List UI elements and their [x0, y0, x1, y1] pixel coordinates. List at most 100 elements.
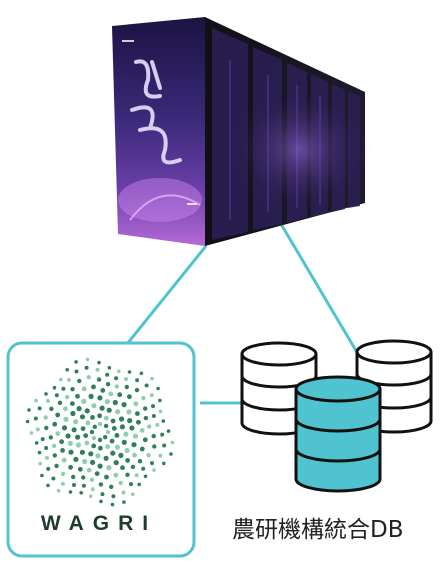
wagri-logo-dot [51, 443, 57, 449]
wagri-logo-dot [144, 383, 149, 388]
wagri-logo-dot [37, 406, 42, 411]
wagri-logo-dot [166, 429, 171, 433]
wagri-logo-dot [44, 446, 49, 450]
wagri-logo-dot [46, 483, 50, 488]
wagri-logo-dot [60, 448, 65, 453]
wagri-logo-dot [44, 392, 48, 396]
wagri-logo-dot [121, 490, 126, 495]
wagri-logo-dot [134, 387, 140, 393]
database-cylinders-icon [240, 339, 433, 493]
wagri-logo-dot [126, 409, 132, 415]
wagri-logo-dot [46, 398, 50, 403]
wagri-logo-dot [84, 440, 90, 446]
wagri-logo-dot [158, 398, 162, 403]
wagri-logo-dot [25, 419, 30, 424]
wagri-logo-dot [59, 377, 63, 382]
wagri-logo-dot [88, 451, 94, 457]
wagri-logo-dot [119, 416, 125, 422]
wagri-logo-dot [57, 400, 63, 405]
wagri-logo-dot [67, 377, 71, 382]
wagri-logo-dot [143, 474, 148, 479]
wagri-logo-dot [76, 406, 82, 412]
wagri-logo-dot [99, 499, 103, 504]
wagri-logo-dot [121, 402, 127, 408]
wagri-logo-dot [119, 424, 125, 430]
wagri-logo-dot [105, 372, 110, 377]
wagri-logo-dot [151, 414, 156, 418]
wagri-logo-dot [37, 450, 42, 455]
wagri-logo-dot [70, 401, 75, 406]
wagri-logo-dot [161, 419, 166, 423]
wagri-logo-dot [118, 452, 124, 458]
wagri-logo-dot [95, 367, 100, 372]
wagri-logo-dot [96, 377, 102, 382]
wagri-logo-dot [125, 458, 130, 463]
wagri-logo-dot [86, 375, 92, 380]
wagri-logo-dot [63, 416, 69, 422]
wagri-logo-dot [121, 439, 127, 445]
wagri-logo-dot [56, 488, 61, 493]
wagri-logo-dot [103, 435, 108, 440]
wagri-logo-dot [125, 472, 130, 477]
wagri-logo-dot [34, 398, 38, 403]
wagri-logo-dot [55, 412, 61, 418]
wagri-logo-dot [162, 461, 166, 466]
wagri-logo-dot [33, 416, 38, 421]
wagri-logo-dot [134, 473, 139, 478]
wagri-logo-dot [143, 415, 149, 421]
wagri-logo-dot [123, 431, 129, 437]
wagri-logo-dot [90, 459, 96, 465]
wagri-logo-dot [120, 465, 125, 471]
wagri-logo-dot [88, 494, 93, 499]
wagri-logo-dot [54, 393, 59, 398]
wagri-logo-dot [79, 414, 86, 420]
wagri-logo-text: WAGRI [40, 512, 158, 535]
wagri-logo-dot [91, 384, 96, 390]
wagri-logo-dot [136, 419, 141, 425]
wagri-logo-dot [141, 466, 146, 471]
wagri-logo-dot [49, 406, 54, 411]
wagri-logo-dot [61, 386, 66, 391]
wagri-logo-dot [124, 447, 130, 454]
wagri-logo-dot [127, 418, 133, 424]
wagri-logo-dot [112, 399, 118, 406]
wagri-logo-dot [29, 431, 34, 435]
wagri-logo-dot [109, 484, 114, 489]
connector-computer-to-db [279, 223, 360, 355]
wagri-logo-dot [113, 472, 119, 478]
wagri-logo-dot [46, 466, 51, 471]
wagri-logo-dot [139, 446, 145, 452]
wagri-logo-dot [104, 399, 110, 405]
wagri-logo-dot [81, 475, 86, 480]
wagri-logo-dot [150, 461, 154, 466]
wagri-logo-dot [122, 500, 126, 504]
wagri-logo-dot [94, 471, 100, 476]
wagri-logo-dot [74, 369, 79, 374]
wagri-logo-dot [158, 409, 163, 414]
wagri-logo-dot [61, 425, 68, 431]
wagri-logo-dot [79, 491, 83, 495]
wagri-logo-dot [137, 482, 141, 487]
wagri-logo-dot [75, 393, 80, 399]
wagri-logo-dot [132, 433, 139, 439]
wagri-logo-dot [40, 473, 44, 478]
wagri-logo-dot [100, 492, 105, 497]
wagri-logo-dot [89, 429, 95, 435]
wagri-logo-dot [105, 429, 111, 435]
wagri-logo-dot [152, 468, 156, 472]
wagri-logo-dot [135, 411, 140, 416]
wagri-logo-dot [35, 427, 40, 432]
wagri-logo-dot [139, 371, 144, 376]
wagri-logo-dot [162, 443, 167, 448]
wagri-logo-dot [34, 441, 39, 445]
wagri-logo-dot [85, 357, 90, 362]
wagri-logo-dot [170, 440, 175, 445]
connector-lines [125, 223, 360, 405]
wagri-logo-dot [107, 366, 112, 370]
wagri-logo-dot [126, 394, 132, 400]
wagri-logo-dot [27, 408, 31, 412]
db-cylinder-front [294, 375, 382, 493]
wagri-logo-dot [129, 482, 133, 487]
wagri-logo-dot [124, 384, 129, 390]
